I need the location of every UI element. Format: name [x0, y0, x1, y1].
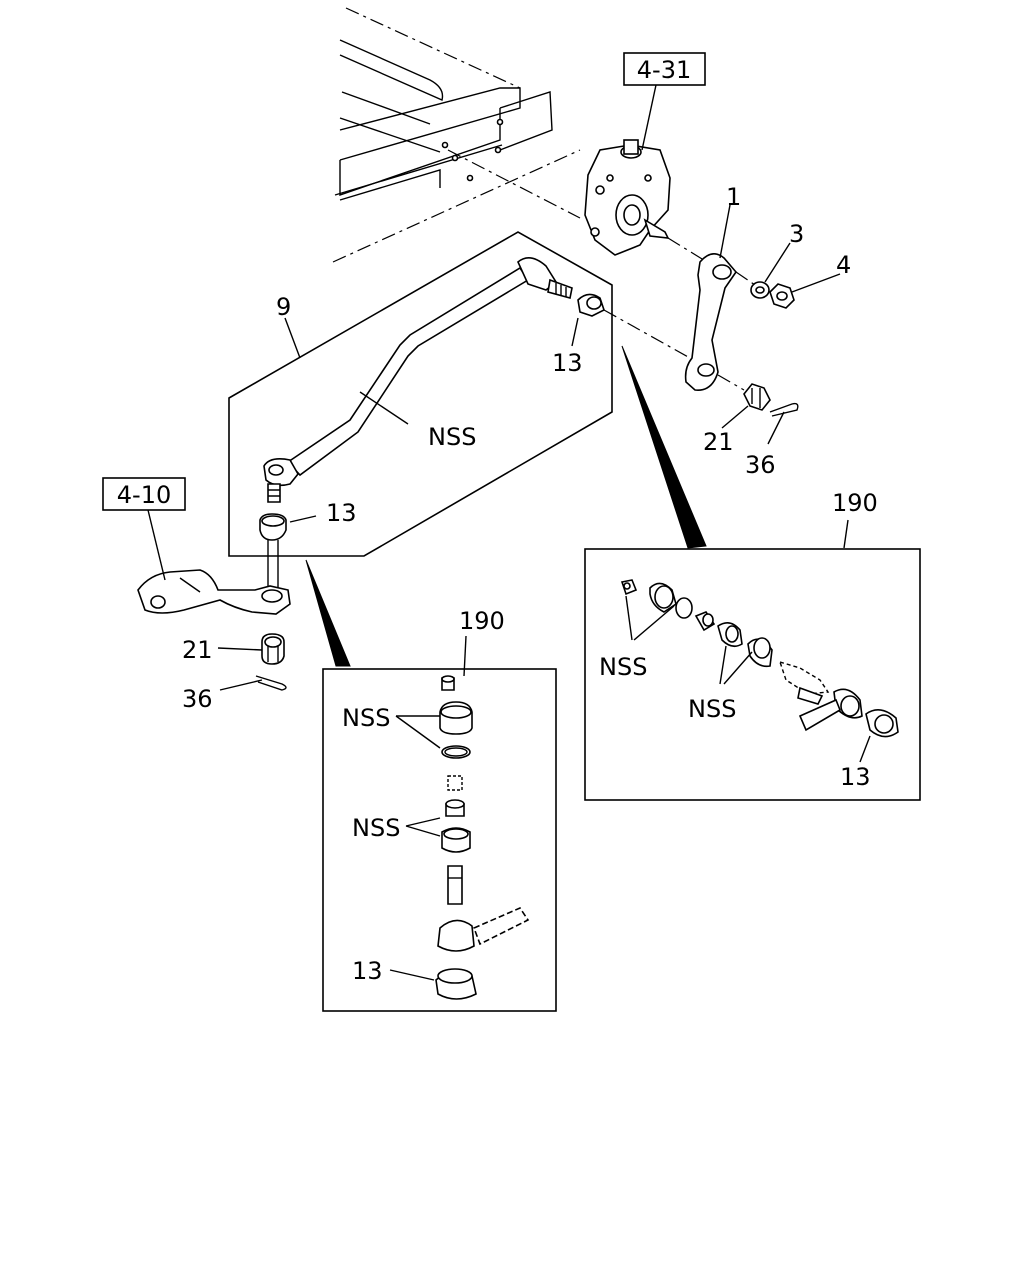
detail-callout-right — [621, 345, 707, 549]
dust-seal-left — [259, 513, 287, 590]
label-detail-right-nss-a: NSS — [599, 653, 647, 681]
detail-box-left — [322, 668, 557, 1012]
label-cotter-pin-left: 36 — [182, 685, 213, 713]
reference-box-steering-gear: 4-31 — [623, 52, 706, 86]
label-detail-right-seal: 13 — [840, 763, 871, 791]
part-labels: 1 3 4 9 13 21 36 NSS 13 21 36 190 NSS NS… — [182, 183, 878, 985]
label-detail-left-nss-a: NSS — [342, 704, 390, 732]
label-nut: 4 — [836, 251, 851, 279]
pitman-arm — [684, 253, 756, 391]
label-detail-left-seal: 13 — [352, 957, 383, 985]
leader-lines — [147, 84, 871, 981]
reference-label-idler-arm: 4-10 — [117, 481, 171, 509]
drag-link-rod — [263, 257, 573, 503]
dust-seal-top — [577, 293, 691, 359]
hex-nut — [769, 283, 795, 309]
label-detail-right-title: 190 — [832, 489, 878, 517]
label-detail-right-nss-b: NSS — [688, 695, 736, 723]
reference-box-idler-arm: 4-10 — [102, 477, 186, 511]
label-drag-link-nss: NSS — [428, 423, 476, 451]
label-washer: 3 — [789, 220, 804, 248]
cotter-pin-left — [255, 675, 287, 691]
label-detail-left-title: 190 — [459, 607, 505, 635]
steering-gear-box — [584, 139, 721, 271]
idler-arm — [137, 569, 291, 615]
label-dust-seal-left: 13 — [326, 499, 357, 527]
washer — [750, 281, 770, 299]
cotter-pin-right — [769, 402, 799, 417]
label-castle-nut-right: 21 — [703, 428, 734, 456]
detail-box-right — [584, 548, 921, 801]
label-cotter-pin-right: 36 — [745, 451, 776, 479]
frame-rail — [332, 7, 581, 263]
castle-nut-left — [261, 633, 285, 665]
label-dust-seal-top: 13 — [552, 349, 583, 377]
reference-label-steering-gear: 4-31 — [637, 56, 691, 84]
label-pitman-arm: 1 — [726, 183, 741, 211]
detail-callout-left — [305, 559, 351, 667]
castle-nut-right — [717, 374, 771, 411]
label-detail-left-nss-b: NSS — [352, 814, 400, 842]
label-castle-nut-left: 21 — [182, 636, 213, 664]
drag-link-kit-outline — [228, 231, 613, 557]
label-drag-link-kit: 9 — [276, 293, 291, 321]
